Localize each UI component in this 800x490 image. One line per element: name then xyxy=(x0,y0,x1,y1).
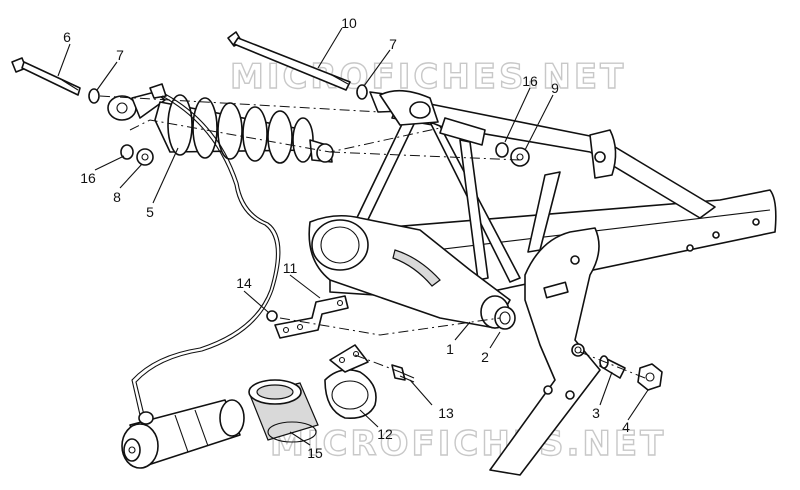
rear-bracket-plate xyxy=(489,227,601,476)
callout-14: 14 xyxy=(236,275,252,291)
callout-16-left: 16 xyxy=(80,170,96,186)
callout-9: 9 xyxy=(551,80,559,96)
callout-10: 10 xyxy=(341,15,357,31)
callout-7-left: 7 xyxy=(116,47,124,63)
washer-16-left xyxy=(120,144,134,160)
washer-16-right xyxy=(495,142,509,158)
spacer-right xyxy=(439,117,486,146)
callout-15: 15 xyxy=(307,445,323,461)
callout-3: 3 xyxy=(592,405,600,421)
callout-5: 5 xyxy=(146,204,154,220)
callout-1: 1 xyxy=(446,341,454,357)
pivot-bolt-3 xyxy=(599,355,626,379)
callout-16-right: 16 xyxy=(522,73,538,89)
mounting-clamp xyxy=(324,344,377,420)
nut-14 xyxy=(266,310,278,322)
pivot-bushing xyxy=(480,295,516,330)
callout-6: 6 xyxy=(63,29,71,45)
callout-2: 2 xyxy=(481,349,489,365)
bolt-6 xyxy=(11,57,81,96)
nut-4 xyxy=(637,363,663,391)
preload-adjuster xyxy=(121,399,245,469)
nut-8 xyxy=(136,148,154,166)
callout-11: 11 xyxy=(283,260,298,276)
preload-hose xyxy=(131,95,277,416)
bolt-10 xyxy=(227,31,351,91)
rubber-bush xyxy=(248,379,319,443)
watermark-bottom: MICROFICHES.NET xyxy=(270,424,666,464)
callout-7-right: 7 xyxy=(389,36,397,52)
callout-12: 12 xyxy=(377,426,393,442)
callout-13: 13 xyxy=(438,405,454,421)
leader-lines xyxy=(57,27,649,446)
mounting-bracket xyxy=(274,295,349,339)
callout-4: 4 xyxy=(622,419,630,435)
washer-7-left xyxy=(88,88,100,104)
nut-9 xyxy=(510,147,530,167)
washer-7-right xyxy=(356,84,368,100)
screw-13 xyxy=(391,364,415,383)
shock-absorber xyxy=(107,83,334,164)
callout-8: 8 xyxy=(113,189,121,205)
